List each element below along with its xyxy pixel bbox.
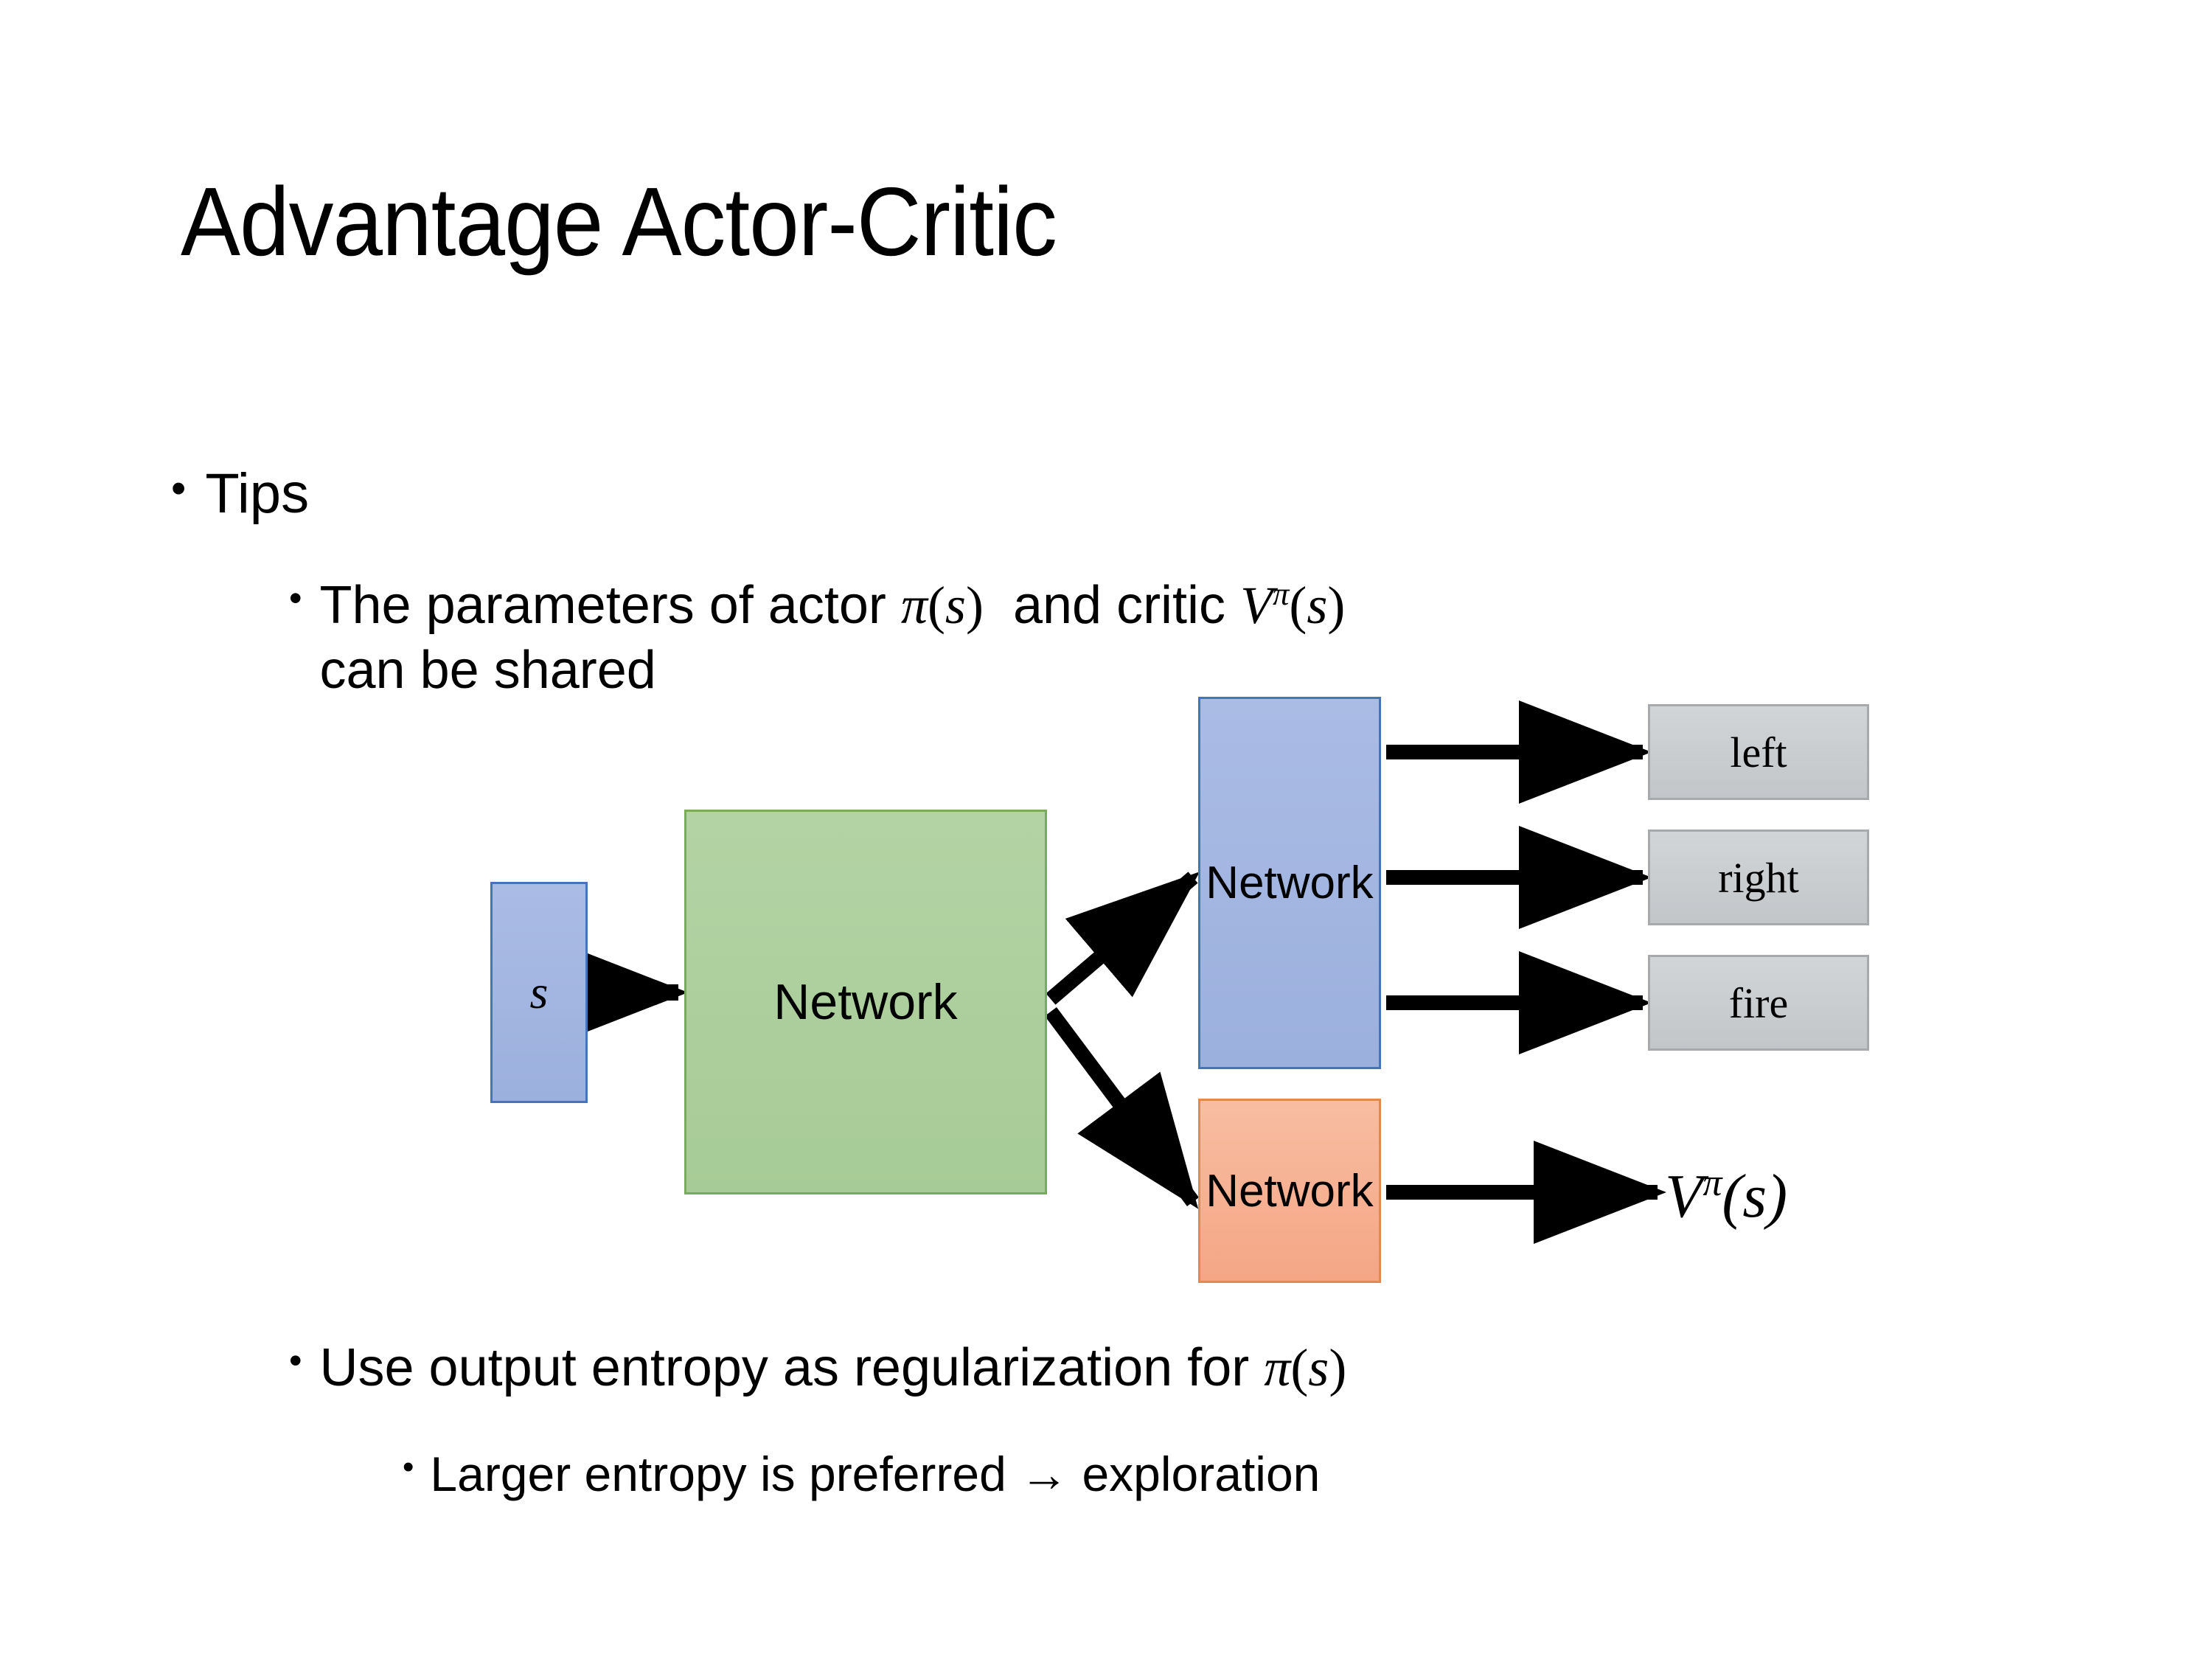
action-output-left-label: left (1730, 728, 1787, 776)
value-argument: (s) (1722, 1162, 1788, 1231)
action-output-fire-label: fire (1728, 978, 1789, 1027)
shared-network-box: Network (684, 810, 1047, 1194)
value-base: V (1665, 1162, 1703, 1231)
bullet-parameters-label: The parameters of actor π(s) and critic … (320, 574, 1346, 703)
bullet-entropy-label: Use output entropy as regularization for… (320, 1336, 1347, 1399)
bullet-tips-label: Tips (205, 462, 310, 525)
state-label: s (529, 966, 549, 1018)
page-title: Advantage Actor-Critic (181, 167, 1057, 276)
bullet-larger-entropy: • Larger entropy is preferred → explorat… (403, 1445, 1320, 1503)
bullet-entropy: • Use output entropy as regularization f… (289, 1336, 1346, 1399)
shared-network-label: Network (773, 974, 958, 1030)
bullet-larger-entropy-label: Larger entropy is preferred → exploratio… (430, 1447, 1321, 1501)
action-output-fire: fire (1648, 955, 1869, 1051)
action-output-right: right (1648, 830, 1869, 925)
bullet-marker: • (171, 465, 187, 512)
bullet-tips: • Tips (171, 463, 309, 525)
v-pi-of-s-formula: Vπ(s) (1240, 575, 1346, 635)
entropy-text-before: Use output entropy as regularization for (319, 1338, 1265, 1397)
bullet-parameters: • The parameters of actor π(s) and criti… (289, 574, 1955, 703)
parameters-text-before: The parameters of actor (319, 576, 901, 635)
arrow-shared-to-critic-network (1044, 1007, 1200, 1209)
critic-network-label: Network (1206, 1165, 1374, 1217)
parameters-text-after: can be shared (319, 640, 656, 700)
critic-network-box: Network (1198, 1099, 1381, 1283)
actor-network-label: Network (1206, 858, 1374, 908)
pi-of-s-formula: π(s) (900, 576, 984, 635)
bullet-marker: • (289, 577, 302, 619)
arrow-shared-to-actor-network (1046, 872, 1200, 1005)
pi-of-s-formula: π(s) (1264, 1338, 1347, 1397)
bullet-marker: • (289, 1340, 302, 1381)
action-output-right-label: right (1718, 853, 1799, 902)
value-superscript: π (1703, 1162, 1722, 1204)
action-output-left: left (1648, 704, 1869, 800)
value-function-output: Vπ(s) (1665, 1161, 1787, 1232)
bullet-marker: • (403, 1449, 414, 1485)
actor-network-box: Network (1198, 697, 1381, 1069)
parameters-text-between: and critic (983, 576, 1241, 635)
state-input-box: s (490, 882, 588, 1103)
